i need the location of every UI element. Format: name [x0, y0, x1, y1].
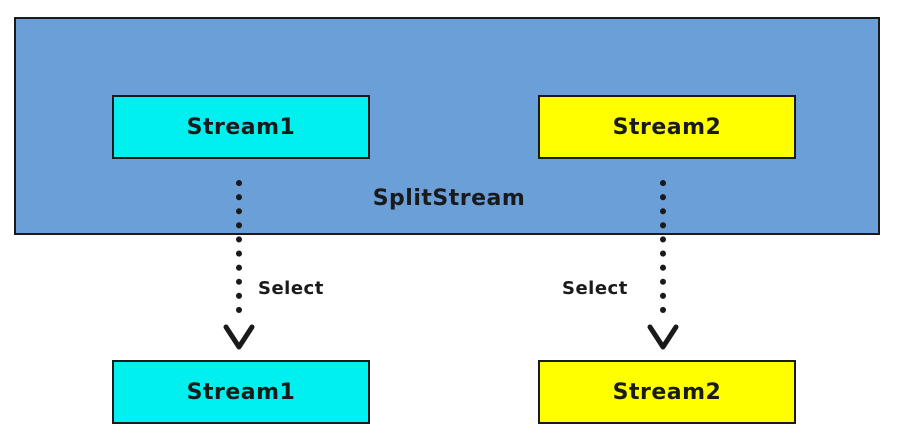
source-stream1-box: Stream1 [112, 95, 370, 159]
right-select-label: Select [562, 278, 628, 299]
output-stream1-label: Stream1 [186, 379, 296, 405]
splitstream-label: SplitStream [372, 186, 526, 211]
left-select-label: Select [258, 278, 324, 299]
source-stream1-label: Stream1 [186, 114, 296, 140]
output-stream1-box: Stream1 [112, 360, 370, 424]
output-stream2-label: Stream2 [612, 379, 722, 405]
right-select-arrow [647, 180, 679, 350]
right-arrowhead-icon [647, 324, 679, 350]
source-stream2-box: Stream2 [538, 95, 796, 159]
output-stream2-box: Stream2 [538, 360, 796, 424]
left-arrowhead-icon [223, 324, 255, 350]
source-stream2-label: Stream2 [612, 114, 722, 140]
left-select-arrow [223, 180, 255, 350]
